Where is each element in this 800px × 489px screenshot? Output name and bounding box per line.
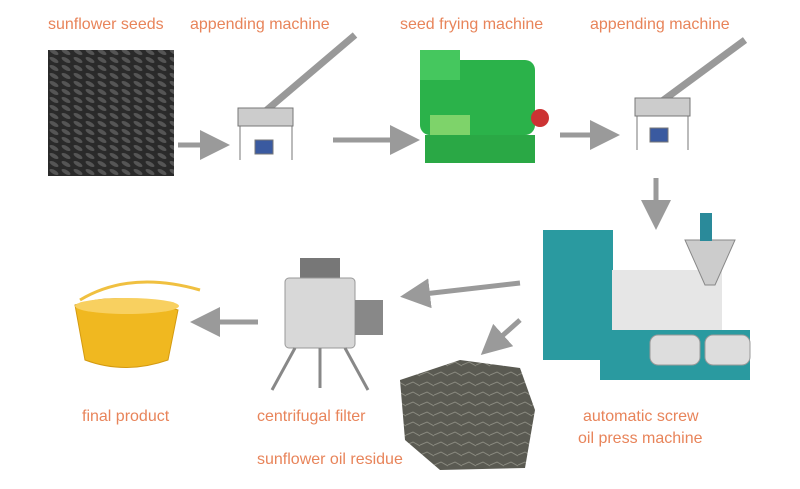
screw-oil-press-image bbox=[543, 213, 751, 380]
centrifugal-filter-image bbox=[270, 258, 383, 391]
seed-frying-machine-image bbox=[420, 50, 549, 163]
residue-image bbox=[400, 360, 535, 470]
appending-machine-1-image bbox=[237, 32, 358, 160]
label-screw-press-1: automatic screw bbox=[583, 408, 699, 425]
sunflower-seeds-image bbox=[48, 50, 174, 176]
label-appending-machine-1: appending machine bbox=[190, 16, 330, 33]
label-residue: sunflower oil residue bbox=[257, 451, 403, 468]
final-product-image bbox=[74, 280, 201, 368]
label-sunflower-seeds: sunflower seeds bbox=[48, 16, 164, 33]
label-seed-frying-machine: seed frying machine bbox=[400, 16, 544, 33]
flow-arrows bbox=[178, 120, 671, 355]
label-screw-press-2: oil press machine bbox=[578, 430, 703, 447]
label-appending-machine-2: appending machine bbox=[590, 16, 730, 33]
label-final-product: final product bbox=[82, 408, 170, 425]
appending-machine-2-image bbox=[634, 37, 748, 150]
label-centrifugal-filter: centrifugal filter bbox=[257, 408, 366, 425]
